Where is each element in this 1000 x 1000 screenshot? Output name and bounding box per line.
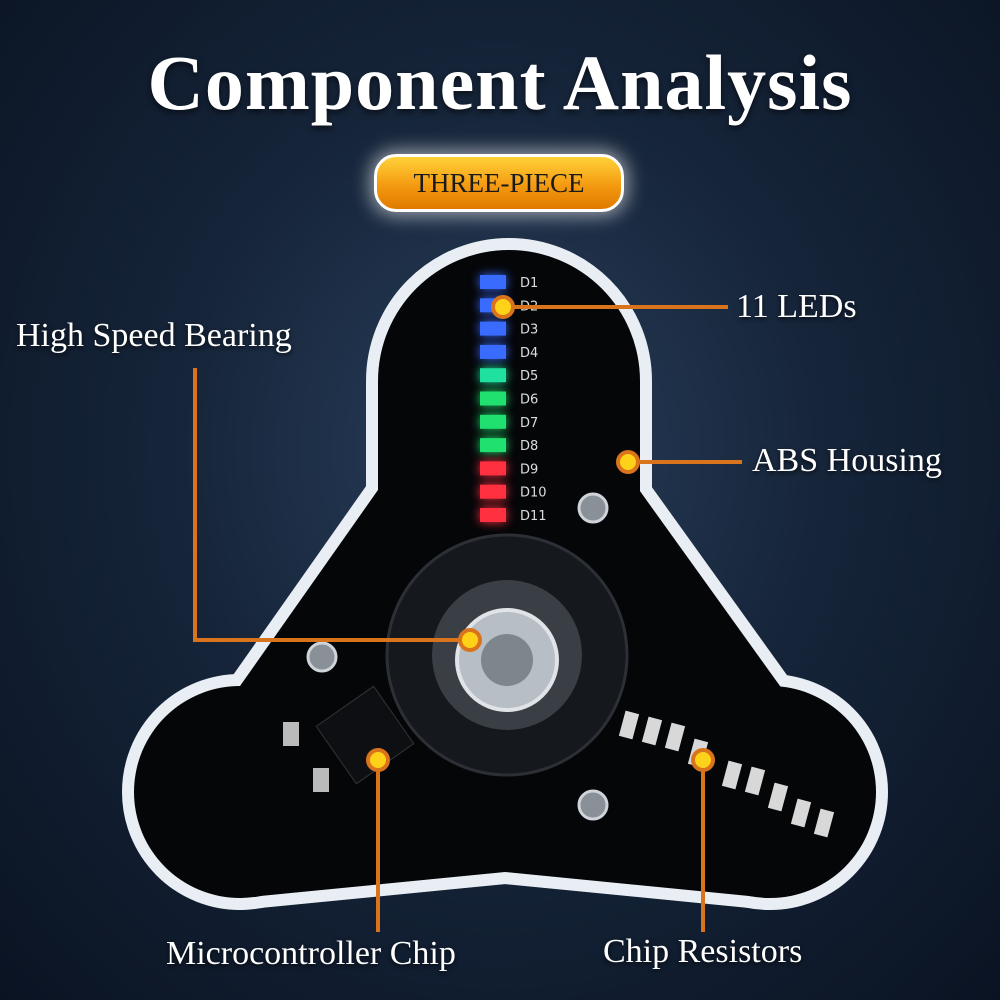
leds-label: 11 LEDs	[736, 288, 857, 325]
bearing-label: High Speed Bearing	[16, 317, 292, 354]
resistors-callout-dot	[691, 748, 715, 772]
bearing-callout-dot	[458, 628, 482, 652]
led	[480, 461, 506, 476]
led	[480, 508, 506, 522]
led-label: D8	[520, 439, 538, 454]
led	[480, 344, 506, 359]
resistors-label: Chip Resistors	[603, 933, 803, 970]
screws	[306, 492, 609, 821]
led	[480, 438, 506, 453]
led	[480, 321, 506, 336]
chip-callout-dot	[366, 748, 390, 772]
led-label: D7	[520, 416, 538, 431]
chip-label: Microcontroller Chip	[166, 935, 456, 972]
led-label: D9	[520, 462, 538, 477]
led	[480, 275, 506, 289]
led	[480, 391, 506, 406]
leds-callout-dot	[491, 295, 515, 319]
callout-dots	[366, 295, 715, 772]
led-label: D11	[520, 509, 547, 524]
page-title: Component Analysis	[147, 39, 853, 126]
housing-label: ABS Housing	[752, 442, 942, 479]
led	[480, 484, 506, 499]
led-label: D1	[520, 276, 538, 291]
led	[480, 368, 506, 383]
bearing	[385, 533, 629, 777]
led-label: D6	[520, 393, 538, 408]
led-label: D10	[520, 486, 547, 501]
led-label: D4	[520, 346, 538, 361]
three-piece-badge: THREE-PIECE	[374, 154, 624, 212]
bearing-callout-line	[193, 368, 470, 642]
led-label: D3	[520, 323, 538, 338]
led	[480, 414, 506, 429]
callout-lines	[193, 305, 742, 932]
resistor-array	[618, 710, 835, 838]
housing-callout-dot	[616, 450, 640, 474]
led-label: D5	[520, 369, 538, 384]
